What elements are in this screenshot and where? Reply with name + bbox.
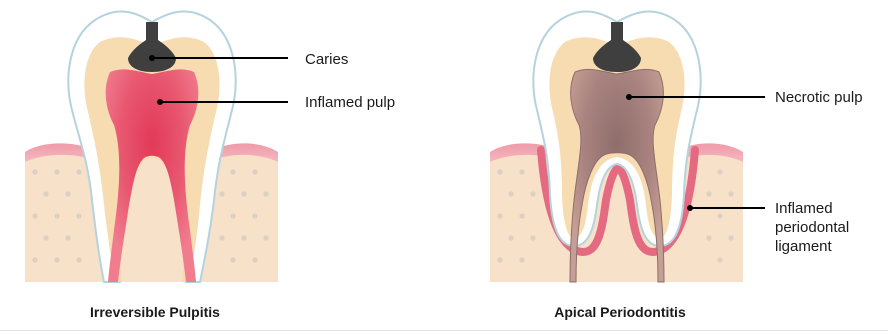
caries-label: Caries — [305, 50, 348, 69]
inflamed-pulp-label: Inflamed pulp — [305, 93, 395, 112]
bone-dot — [65, 191, 70, 196]
bone-dot — [497, 213, 502, 218]
bone-dot — [54, 257, 59, 262]
inflamed-ligament-label: Inflamed periodontal ligament — [775, 199, 849, 256]
bone-dot — [241, 235, 246, 240]
bone-dot — [519, 213, 524, 218]
bone-dot — [230, 169, 235, 174]
necrotic-pulp-label: Necrotic pulp — [775, 88, 863, 107]
bone-dot — [32, 213, 37, 218]
inflamed-ligament-line-2: periodontal — [775, 218, 849, 237]
bone-dot — [76, 257, 81, 262]
bone-dot — [717, 257, 722, 262]
bone-dot — [252, 213, 257, 218]
bone-dot — [43, 235, 48, 240]
bone-dot — [230, 213, 235, 218]
bone-dot — [32, 257, 37, 262]
bone-dot — [497, 257, 502, 262]
bone-dot — [43, 191, 48, 196]
bone-dot — [230, 257, 235, 262]
bone-dot — [54, 169, 59, 174]
inflamed-ligament-line-1: Inflamed — [775, 199, 849, 218]
bone-dot — [530, 191, 535, 196]
bone-dot — [76, 213, 81, 218]
right-caption: Apical Periodontitis — [490, 304, 750, 320]
bone-dot — [219, 235, 224, 240]
bone-dot — [706, 235, 711, 240]
bone-dot — [263, 191, 268, 196]
bone-dot — [241, 191, 246, 196]
bone-dot — [76, 169, 81, 174]
bone-dot — [530, 235, 535, 240]
left-caption: Irreversible Pulpitis — [25, 304, 285, 320]
bone-dot — [219, 191, 224, 196]
bone-dot — [717, 169, 722, 174]
bone-dot — [497, 169, 502, 174]
inflamed-ligament-line-3: ligament — [775, 237, 849, 256]
bone-dot — [65, 235, 70, 240]
left-tooth-illustration — [25, 11, 288, 282]
bone-dot — [32, 169, 37, 174]
bone-dot — [263, 235, 268, 240]
bone-dot — [508, 191, 513, 196]
bone-dot — [252, 169, 257, 174]
bone-dot — [728, 191, 733, 196]
bone-dot — [252, 257, 257, 262]
bone-dot — [519, 169, 524, 174]
bone-dot — [706, 191, 711, 196]
right-tooth-illustration — [490, 11, 765, 282]
bone-dot — [728, 235, 733, 240]
bone-dot — [519, 257, 524, 262]
bone-dot — [508, 235, 513, 240]
bone-dot — [717, 213, 722, 218]
bone-dot — [54, 213, 59, 218]
